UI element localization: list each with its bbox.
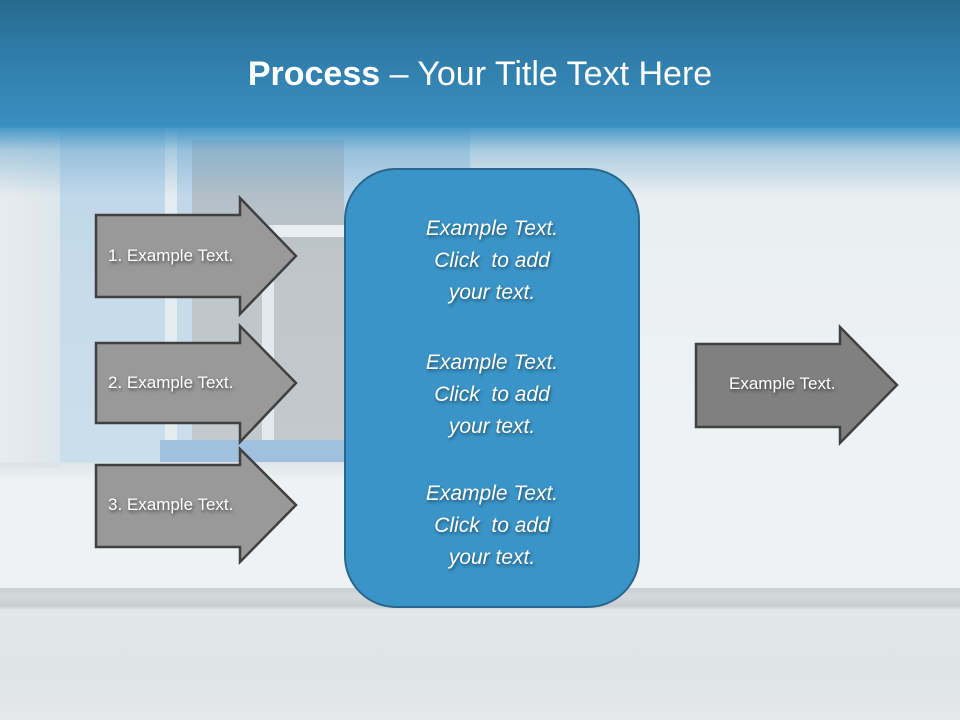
background-window-mullion [262, 225, 344, 237]
input-arrow-label: 3. Example Text. [108, 495, 234, 514]
text-line: your text. [448, 281, 536, 304]
process-box-text-block-2: Example Text. Click to add your text. [346, 347, 638, 443]
text-line: your text. [448, 546, 536, 569]
input-arrow-1[interactable]: 1. Example Text. [94, 194, 298, 318]
arrow-right-icon [94, 194, 298, 318]
arrow-right-icon [694, 323, 899, 447]
text-line: Click to add [434, 383, 550, 406]
slide-title-bold: Process [247, 55, 381, 93]
text-line: Click to add [434, 514, 550, 537]
background-floor [0, 588, 960, 720]
input-arrow-label: 1. Example Text. [108, 246, 234, 265]
output-arrow-label: Example Text. [729, 374, 836, 393]
slide-title[interactable]: Process – Your Title Text Here [0, 52, 960, 96]
text-line: your text. [448, 415, 536, 438]
text-line: Example Text. [425, 217, 559, 240]
input-arrow-label: 2. Example Text. [108, 373, 234, 392]
text-line: Click to add [434, 249, 550, 272]
background-window-sill [160, 440, 350, 462]
arrow-right-icon [94, 445, 298, 566]
process-box-text-block-3: Example Text. Click to add your text. [346, 478, 638, 574]
process-box-text-block-1: Example Text. Click to add your text. [346, 213, 638, 309]
input-arrow-3[interactable]: 3. Example Text. [94, 445, 298, 566]
arrow-right-icon [94, 322, 298, 446]
text-line: Example Text. [425, 351, 559, 374]
slide-title-rest: – Your Title Text Here [380, 55, 713, 93]
process-box[interactable]: Example Text. Click to add your text. Ex… [344, 168, 640, 608]
output-arrow[interactable]: Example Text. [694, 323, 899, 447]
title-band [0, 0, 960, 128]
input-arrow-2[interactable]: 2. Example Text. [94, 322, 298, 446]
text-line: Example Text. [425, 482, 559, 505]
